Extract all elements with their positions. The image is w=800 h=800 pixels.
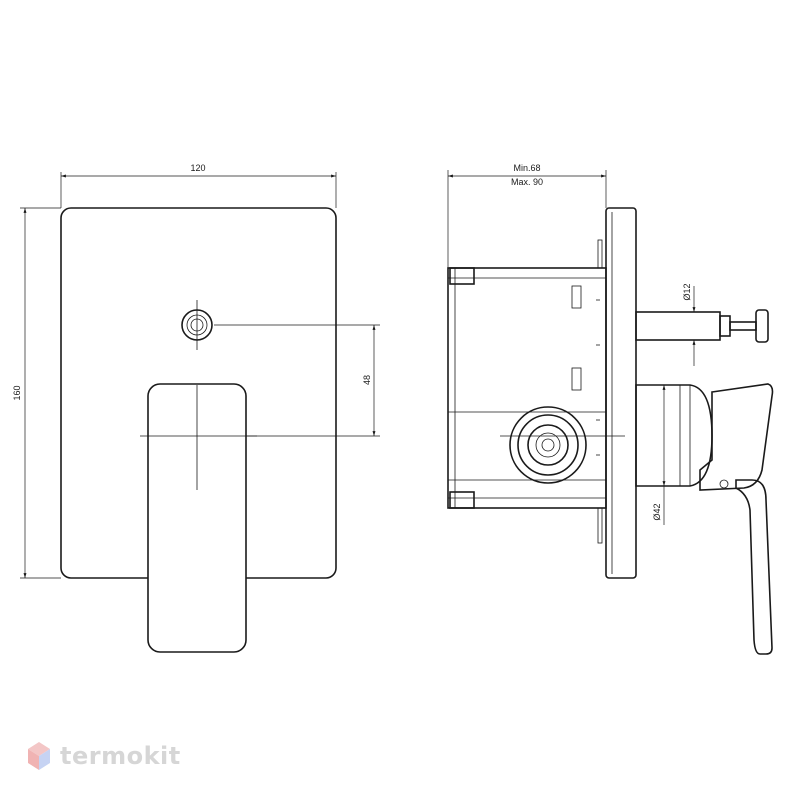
mixer-body-side [635, 383, 774, 655]
dimension-stem-diameter: Ø12 [682, 283, 696, 366]
dimension-depth: Min.68 Max. 90 [447, 163, 607, 268]
brand-watermark: termokit [26, 738, 181, 774]
dimension-width: 120 [60, 163, 337, 208]
dimension-width-label: 120 [190, 163, 205, 173]
brand-name: termokit [60, 742, 181, 770]
valve-housing [447, 239, 607, 544]
dimension-height-label: 160 [12, 385, 22, 400]
dimension-offset-label: 48 [362, 375, 372, 385]
dimension-stem-diameter-label: Ø12 [682, 283, 692, 300]
cartridge [509, 406, 587, 484]
dimension-height: 160 [12, 207, 61, 579]
dimension-body-diameter-label: Ø42 [652, 503, 662, 520]
dimension-offset: 48 [362, 325, 376, 436]
side-cover-plate [605, 207, 637, 579]
dimension-depth-min-label: Min.68 [513, 163, 540, 173]
dimension-depth-max-label: Max. 90 [511, 177, 543, 187]
front-view: 120 160 48 [12, 163, 380, 653]
dimension-body-diameter: Ø42 [652, 385, 666, 525]
diverter-stem [635, 309, 769, 343]
side-view: Min.68 Max. 90 Ø12 Ø42 [447, 163, 774, 655]
cube-logo-icon [28, 742, 50, 770]
handle-lever [147, 383, 247, 653]
